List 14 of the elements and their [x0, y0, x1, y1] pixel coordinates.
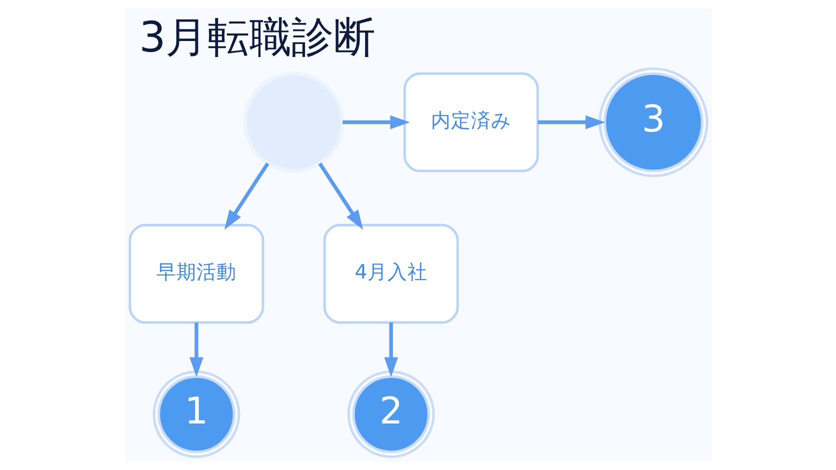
diagram-title: 3月転職診断	[138, 12, 376, 62]
arrow	[189, 322, 203, 378]
arrow	[224, 162, 269, 230]
arrow	[384, 322, 398, 378]
node-box: 内定済み	[402, 72, 538, 172]
arrow	[342, 115, 410, 130]
node-circle: 3	[598, 67, 708, 178]
arrow	[318, 162, 363, 230]
node-circle: 1	[152, 370, 240, 458]
arrow	[537, 115, 605, 130]
node-circle: 2	[346, 370, 434, 458]
node-box: 4月入社	[322, 224, 458, 324]
node-circle	[242, 72, 344, 173]
node-box: 早期活動	[128, 224, 264, 324]
